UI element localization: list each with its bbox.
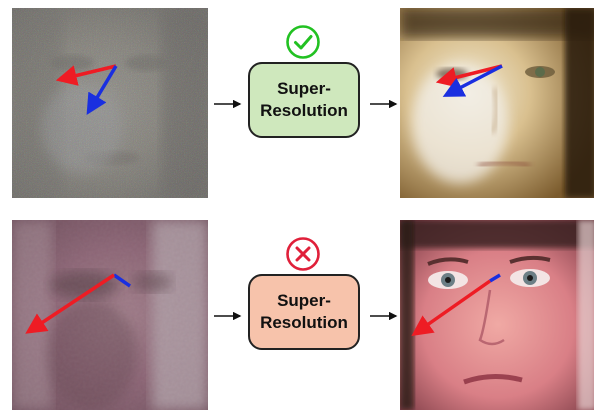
cross-circle-icon [285,236,321,272]
super-resolution-label: Super- Resolution [260,290,348,334]
super-resolved-face-image [400,8,594,198]
flow-arrow-out [368,308,402,318]
super-resolved-face-image [400,220,594,410]
check-circle-icon [285,24,321,60]
example-row-failure: Super- Resolution [0,220,594,410]
super-resolution-box: Super- Resolution [248,274,360,350]
noisy-input-face-image [12,8,208,198]
flow-arrow-in [212,96,246,106]
super-resolution-box: Super- Resolution [248,62,360,138]
example-row-success: Super- Resolution [0,8,594,198]
flow-arrow-in [212,308,246,318]
super-resolution-label: Super- Resolution [260,78,348,122]
flow-arrow-out [368,96,402,106]
low-resolution-input-face-image [12,220,208,410]
